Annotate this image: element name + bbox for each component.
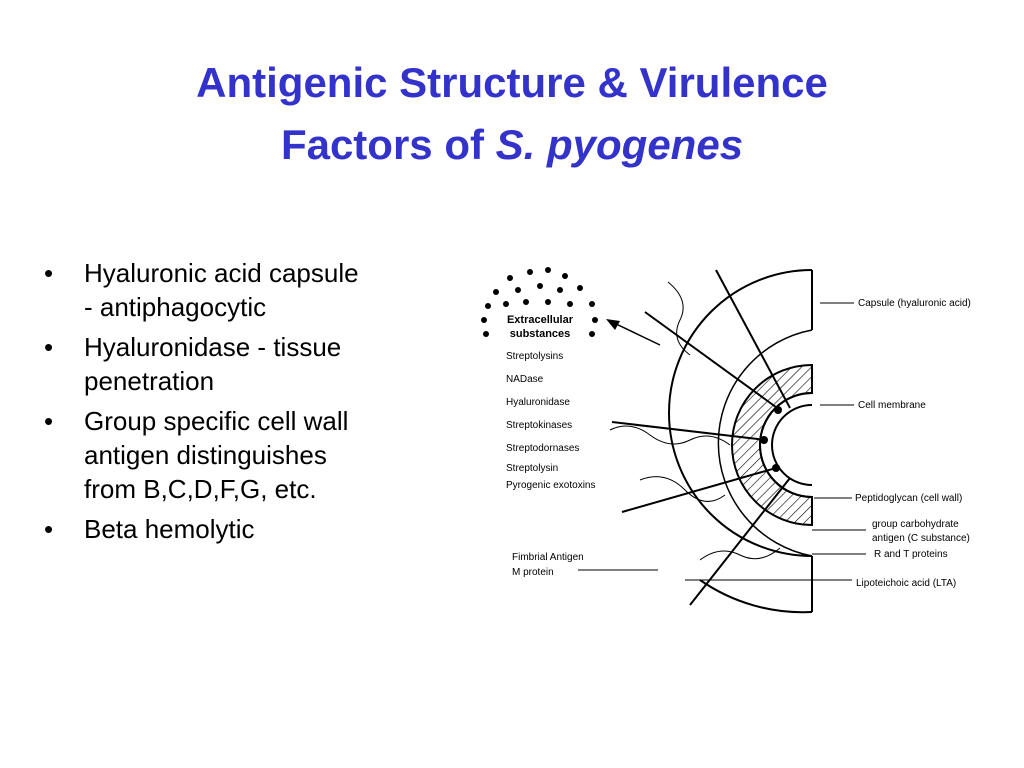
bullet-item: • Hyaluronidase - tissue penetration — [44, 330, 464, 398]
rt-proteins-label: R and T proteins — [874, 549, 948, 560]
wavy-fibre — [699, 547, 781, 561]
capsule-inner-arc — [717, 329, 813, 557]
radial-line — [621, 467, 777, 513]
wavy-fibre — [609, 425, 731, 446]
fimbrial-label-line2: M protein — [512, 567, 554, 578]
peptidoglycan-label: Peptidoglycan (cell wall) — [855, 493, 962, 504]
carbohydrate-label-line1: group carbohydrate — [872, 519, 959, 530]
membrane-label: Cell membrane — [858, 400, 926, 411]
capsule-label: Capsule (hyaluronic acid) — [858, 298, 971, 309]
substance-label: Pyrogenic exotoxins — [506, 480, 596, 491]
wavy-fibre — [639, 476, 726, 502]
anchor-dot — [774, 406, 782, 414]
bullet-line: Hyaluronidase - tissue — [84, 332, 342, 362]
cell-membrane-inner-arc — [771, 404, 813, 486]
lta-label: Lipoteichoic acid (LTA) — [856, 578, 956, 589]
anchor-dot — [760, 436, 768, 444]
substance-label: NADase — [506, 374, 544, 385]
carbohydrate-label-line2: antigen (C substance) — [872, 533, 970, 544]
radial-line — [644, 311, 781, 411]
substance-label: Streptodornases — [506, 443, 579, 454]
substance-label: Streptokinases — [506, 420, 572, 431]
bullet-dot: • — [44, 332, 54, 362]
bullet-line: Group specific cell wall — [84, 406, 349, 436]
radial-line — [611, 421, 767, 441]
cell-membrane-outer-arc — [759, 392, 813, 498]
title-line-2-prefix: Factors of — [280, 121, 496, 168]
bullet-line: - antiphagocytic — [84, 292, 267, 322]
bullet-line: from B,C,D,F,G, etc. — [84, 474, 317, 504]
bullet-line: penetration — [84, 366, 215, 396]
extracellular-dot-cloud — [481, 267, 598, 337]
capsule-lower-block — [699, 579, 813, 614]
bullet-dot: • — [44, 406, 54, 436]
fimbrial-label-line1: Fimbrial Antigen — [512, 552, 584, 563]
bullet-list: • Hyaluronic acid capsule - antiphagocyt… — [44, 256, 464, 552]
bullet-item: • Hyaluronic acid capsule - antiphagocyt… — [44, 256, 464, 324]
substance-label: Hyaluronidase — [506, 397, 570, 408]
bullet-dot: • — [44, 258, 54, 288]
radial-line — [715, 269, 791, 409]
anchor-dot — [772, 464, 780, 472]
wavy-fibre — [667, 281, 691, 356]
extracellular-label-line2: substances — [510, 328, 571, 340]
title-organism: S. pyogenes — [495, 121, 744, 168]
extracellular-label-line1: Extracellular — [507, 314, 574, 326]
bullet-line: Beta hemolytic — [84, 514, 255, 544]
title-line-2: Factors of S. pyogenes — [0, 114, 1024, 176]
bullet-item: • Group specific cell wall antigen disti… — [44, 404, 464, 506]
bullet-line: Hyaluronic acid capsule — [84, 258, 359, 288]
pointer-arrow — [611, 321, 661, 346]
arrow-head — [606, 319, 620, 330]
title-line-1: Antigenic Structure & Virulence — [196, 59, 828, 106]
substance-label: Streptolysins — [506, 351, 563, 362]
bullet-dot: • — [44, 514, 54, 544]
bullet-line: antigen distinguishes — [84, 440, 327, 470]
substance-label: Streptolysin — [506, 463, 558, 474]
slide-title: Antigenic Structure & Virulence Factors … — [0, 52, 1024, 176]
bullet-item: • Beta hemolytic — [44, 512, 464, 546]
radial-line — [689, 477, 791, 606]
capsule-outer-arc — [668, 269, 813, 557]
